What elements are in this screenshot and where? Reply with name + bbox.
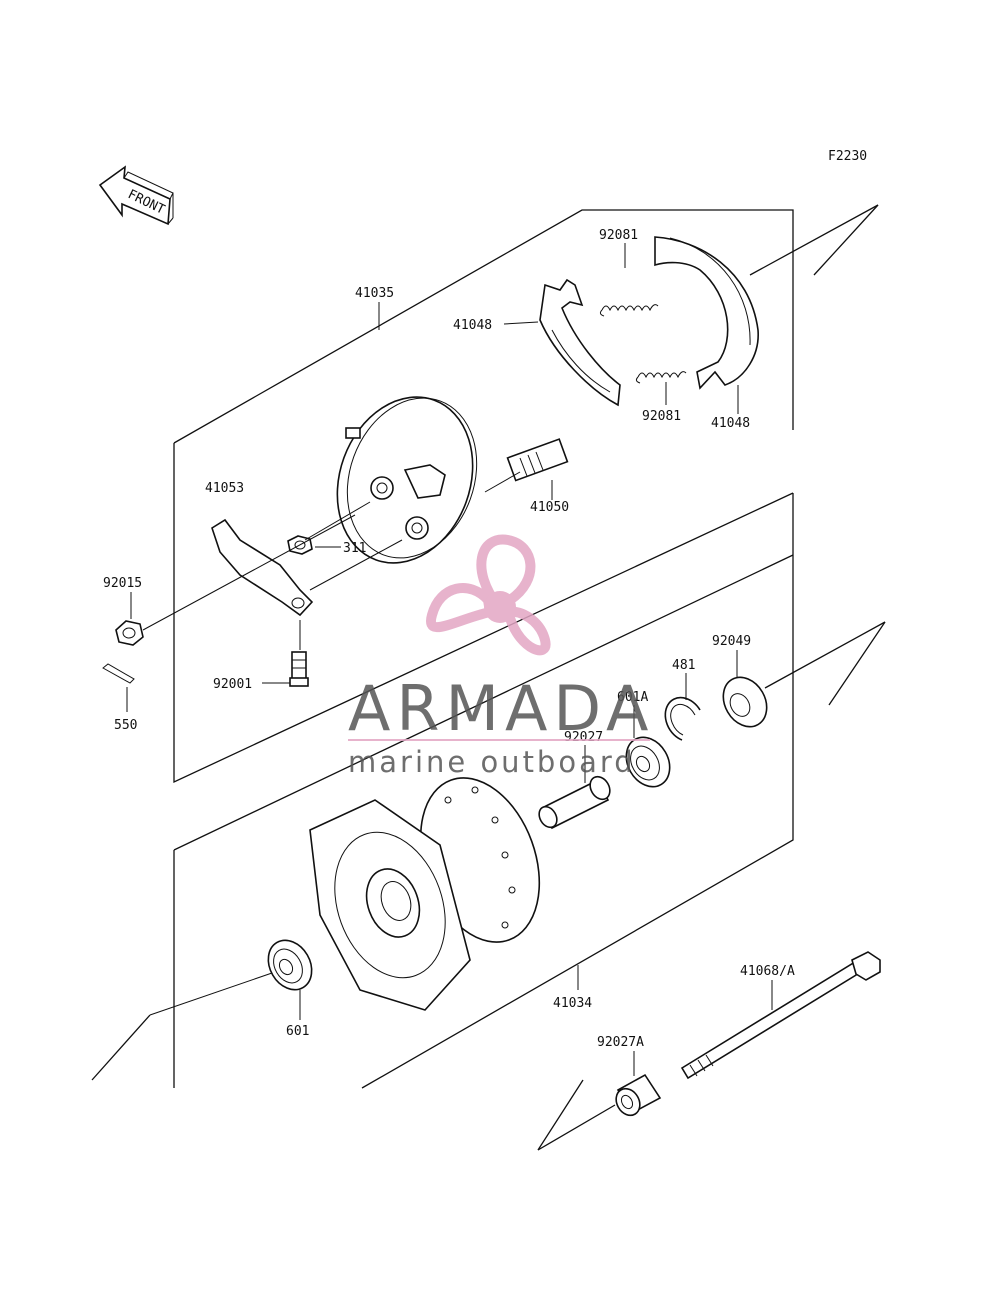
brake-panel (336, 396, 478, 564)
axle-41068A (680, 951, 881, 1080)
axle-frame (537, 1079, 616, 1151)
cotter-pin (102, 663, 135, 684)
label-92001: 92001 (213, 677, 252, 692)
label-92027A: 92027A (597, 1035, 644, 1050)
propeller-logo-icon (426, 534, 551, 656)
label-92049: 92049 (712, 634, 751, 649)
collar-92027A (615, 1073, 662, 1117)
part-labels: 41035 41048 92081 92081 41048 41050 4105… (103, 228, 795, 1050)
armada-watermark: ARMADA marine outboard (348, 534, 654, 779)
label-481: 481 (672, 658, 695, 673)
diagram-code: F2230 (828, 149, 867, 164)
brake-shoe-right (654, 236, 759, 390)
hub-frame (91, 493, 886, 1089)
brake-panel-frame (173, 204, 879, 784)
label-311: 311 (343, 541, 366, 556)
label-41034: 41034 (553, 996, 592, 1011)
spring-bottom (635, 371, 687, 384)
label-550: 550 (114, 718, 137, 733)
label-41050: 41050 (530, 500, 569, 515)
label-601: 601 (286, 1024, 309, 1039)
front-arrow-icon: FRONT (98, 165, 174, 226)
label-41048-right: 41048 (711, 416, 750, 431)
bearing-601A (625, 736, 671, 788)
bolt-92001 (289, 651, 309, 687)
label-41068A: 41068/A (740, 964, 795, 979)
label-41048-left: 41048 (453, 318, 492, 333)
watermark-tagline: marine outboard (348, 745, 636, 779)
watermark-brand: ARMADA (348, 672, 654, 745)
label-41053: 41053 (205, 481, 244, 496)
brake-lever (211, 518, 314, 617)
wheel-hub (309, 777, 541, 1011)
oil-seal-92049 (722, 676, 768, 728)
nut-92015 (115, 620, 144, 646)
label-601A: 601A (617, 690, 648, 705)
leader-lines (126, 243, 773, 1076)
circlip-481 (664, 696, 701, 741)
label-92081-bottom: 92081 (642, 409, 681, 424)
label-92081-top: 92081 (599, 228, 638, 243)
bearing-601 (267, 939, 313, 991)
brake-cam (506, 438, 569, 482)
spacer-92027 (538, 775, 611, 830)
label-92015: 92015 (103, 576, 142, 591)
spring-top (599, 304, 659, 317)
label-41035: 41035 (355, 286, 394, 301)
brake-shoe-left (539, 278, 621, 407)
label-92027: 92027 (564, 730, 603, 745)
